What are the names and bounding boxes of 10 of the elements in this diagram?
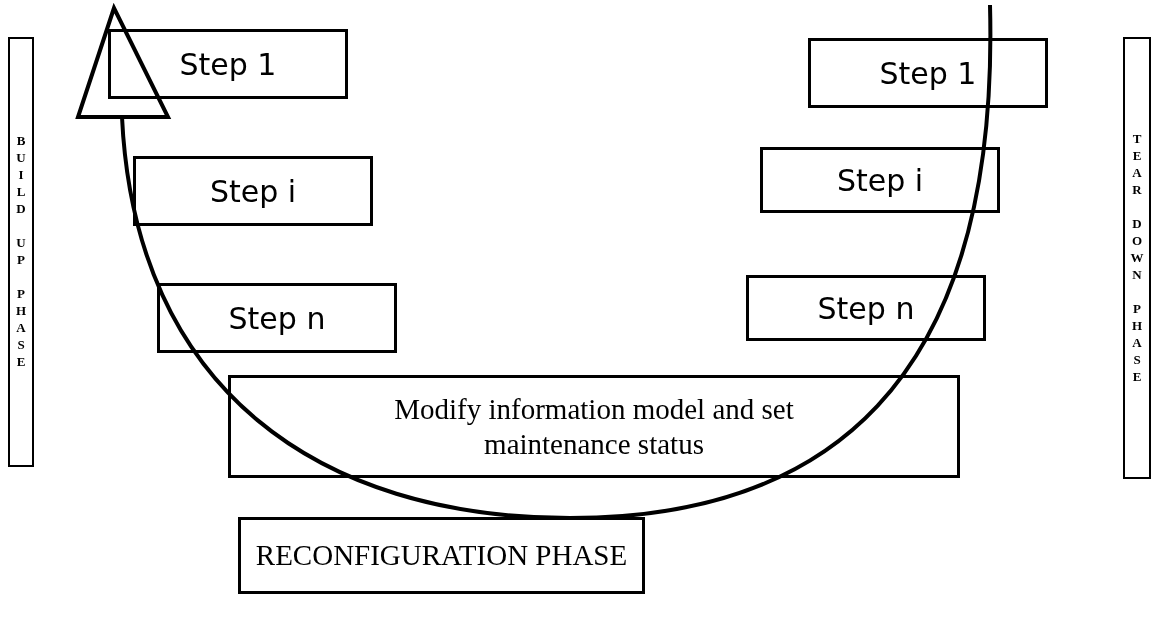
phase-label-box: TEAR DOWN PHASE <box>1123 37 1151 479</box>
process-box: Modify information model and set maintenance status <box>228 375 960 478</box>
step-box: Step 1 <box>108 29 348 99</box>
step-box: Step i <box>133 156 373 226</box>
phase-box: RECONFIGURATION PHASE <box>238 517 645 594</box>
step-box: Step 1 <box>808 38 1048 108</box>
phase-label-box: BUILD UP PHASE <box>8 37 34 467</box>
step-box: Step i <box>760 147 1000 213</box>
step-box: Step n <box>746 275 986 341</box>
step-box: Step n <box>157 283 397 353</box>
